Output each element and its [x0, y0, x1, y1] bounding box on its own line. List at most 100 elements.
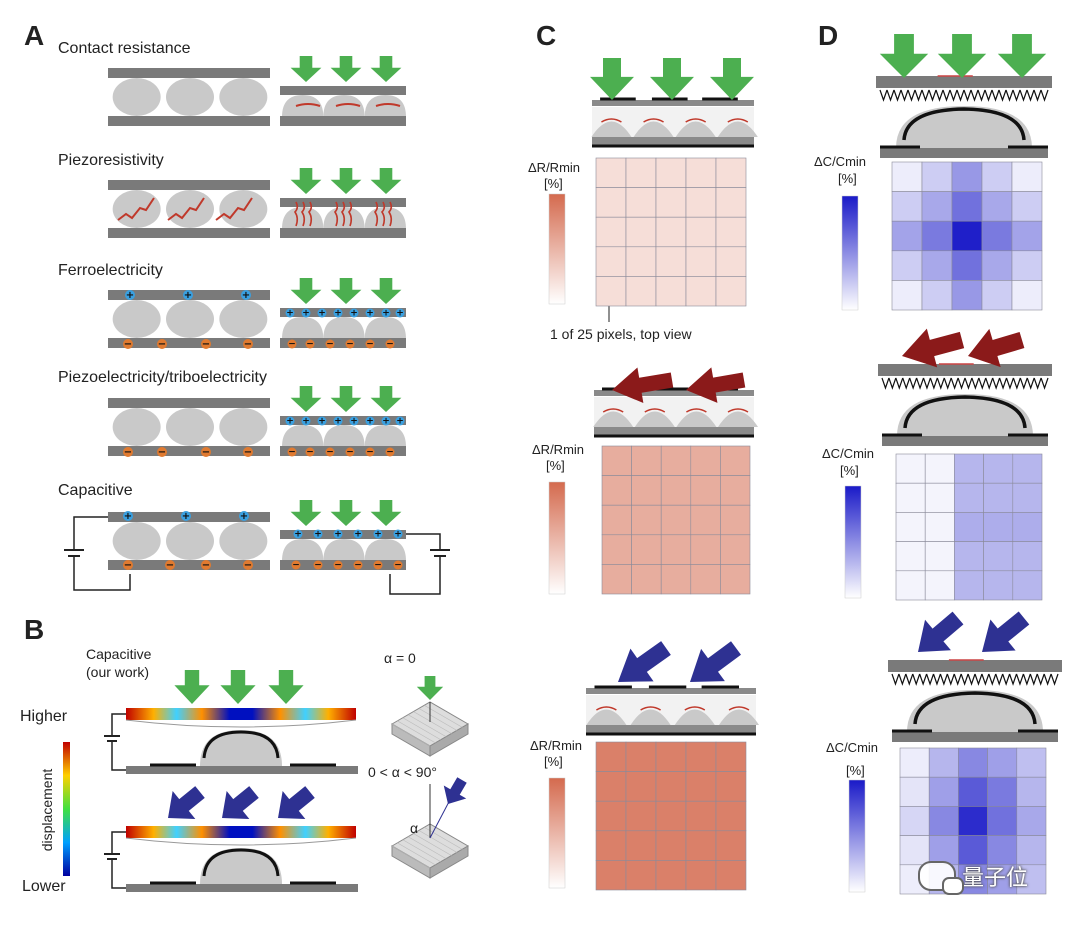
heatmap-c-normal-cell: [625, 276, 657, 307]
dome: [166, 78, 214, 116]
contact-line: [335, 103, 361, 107]
bottom-plate: [880, 148, 1048, 158]
colorbar-d3: [848, 779, 866, 893]
pyramid-texture: [905, 673, 914, 686]
dome-pressed: [282, 539, 324, 561]
grid-line: [402, 717, 441, 741]
minus-charge: [157, 339, 167, 349]
heatmap-c-angled-cell: [595, 860, 627, 891]
bottom-plate: [882, 436, 1048, 446]
plus-charge-sign: +: [314, 529, 322, 539]
heatmap-d-normal-cell: [921, 191, 953, 222]
dome: [717, 121, 758, 137]
pyramid-texture: [971, 377, 980, 390]
heatmap-d-angled-cell: [987, 747, 1018, 778]
crack-line: [380, 201, 386, 227]
bottom-plate-loaded: [280, 446, 406, 456]
heatmap-d-angled-cell: [899, 806, 930, 836]
force-arrow-icon: [220, 670, 256, 704]
pyramid-texture: [1050, 673, 1059, 686]
heatmap-d-shear-cell: [895, 570, 926, 601]
plus-charge-sign: +: [334, 529, 342, 539]
heatmap-d-angled-cell: [1016, 776, 1047, 807]
heatmap-c-shear-cell: [660, 504, 692, 536]
wire: [73, 516, 108, 550]
top-plate-loaded: [280, 86, 406, 95]
minus-charge: [165, 560, 175, 570]
crack-line: [300, 201, 306, 227]
heatmap-c-angled-cell: [595, 800, 627, 832]
minus-charge: [201, 560, 211, 570]
dome-pressed: [323, 95, 365, 117]
crack-line: [307, 201, 313, 227]
plus-charge-sign: +: [302, 308, 310, 318]
heatmap-c-angled-cell: [685, 860, 717, 891]
heatmap-c-normal-cell: [655, 276, 687, 307]
dome: [112, 522, 161, 560]
pyramid-texture: [1009, 673, 1018, 686]
wire: [406, 533, 441, 550]
heatmap-d-normal-cell: [1011, 220, 1043, 252]
heatmap-c-shear-cell: [690, 475, 721, 506]
pyramid-texture: [1005, 89, 1014, 102]
angled-arrow-icon: [222, 786, 259, 819]
displacement-beam: [126, 826, 356, 838]
heatmap-d3-unit: [%]: [846, 763, 865, 778]
contact-line: [295, 103, 321, 107]
pyramid-texture: [926, 673, 935, 686]
grid-line: [413, 711, 452, 734]
dome-pressed: [364, 317, 406, 339]
pyramid-texture: [907, 89, 916, 102]
plus-charge: [239, 511, 249, 521]
grid-line: [418, 830, 458, 853]
heatmap-d-normal-cell: [1011, 250, 1043, 281]
heatmap-c-angled-cell: [655, 771, 687, 802]
beam-underside: [125, 719, 357, 728]
contact-line: [643, 118, 664, 123]
dome-electrode: [202, 848, 280, 877]
pyramid-texture: [936, 377, 945, 390]
heatmap-d-shear-cell: [983, 482, 1014, 513]
displacement-colorbar: [63, 742, 70, 876]
pyramid-texture: [942, 89, 951, 102]
minus-charge: [345, 447, 355, 457]
heatmap-c3-ylabel: ΔR/Rmin: [530, 738, 583, 753]
pyramid-texture: [1002, 673, 1011, 686]
minus-charge-sign: −: [326, 339, 334, 349]
heatmap-c-shear-cell: [631, 504, 662, 536]
heatmap-c-normal-cell: [715, 157, 747, 188]
heatmap-c-normal-cell: [595, 157, 627, 188]
grid-line: [408, 836, 447, 859]
heatmap-d3-ylabel: ΔC/Cmin: [826, 740, 879, 755]
minus-charge-sign: −: [158, 447, 166, 458]
bottom-plate-loaded: [280, 228, 406, 238]
pyramid-texture: [985, 377, 994, 390]
dome: [634, 411, 675, 427]
dome: [112, 190, 161, 228]
plus-charge-sign: +: [350, 416, 358, 426]
pyramid-texture: [881, 377, 890, 390]
grid-line: [397, 842, 436, 866]
displacement-beam: [126, 708, 356, 720]
pyramid-texture: [895, 377, 904, 390]
minus-charge: [123, 560, 133, 570]
force-arrow-icon: [370, 168, 402, 194]
heatmap-c-shear-cell: [660, 564, 692, 595]
heatmap-d-normal-cell: [951, 191, 983, 222]
heatmap-d-angled-cell: [928, 776, 959, 807]
minus-charge: [305, 339, 315, 349]
heatmap-d-normal-cell: [1011, 280, 1043, 311]
heatmap-d-shear-cell: [1012, 570, 1043, 601]
plus-charge: [125, 290, 135, 300]
grid-line: [391, 845, 431, 869]
dome: [675, 121, 716, 137]
minus-charge-sign: −: [366, 447, 374, 457]
dome: [591, 121, 632, 137]
angle-zero-label: α = 0: [384, 650, 416, 666]
force-arrow-icon: [290, 386, 322, 412]
heatmap-c-normal-cell: [715, 276, 747, 307]
contact-line: [684, 706, 706, 711]
angled-arrow-icon: [168, 786, 205, 819]
heatmap-c-angled-cell: [655, 741, 687, 772]
heatmap-c-angled-cell: [685, 830, 717, 861]
